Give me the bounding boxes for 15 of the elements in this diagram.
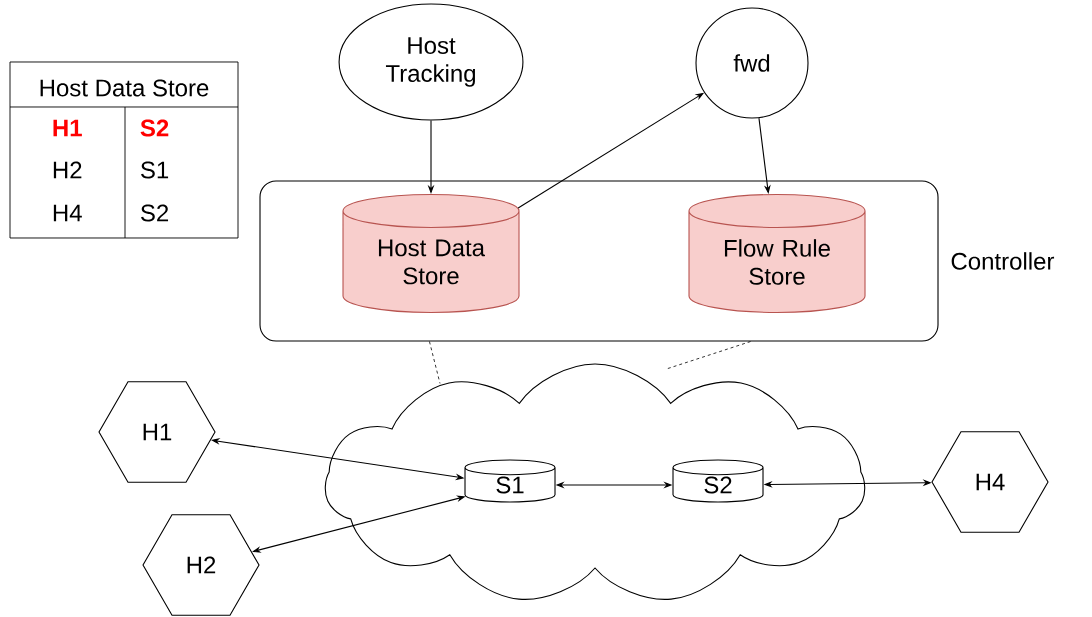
data-store-cylinder: Flow Rule Store	[688, 193, 866, 314]
host-hexagon: H4	[931, 431, 1049, 533]
host-hexagon: H2	[142, 514, 260, 616]
connector-line	[429, 341, 441, 384]
node-label: Controller	[951, 252, 1055, 270]
network-cloud	[324, 363, 866, 600]
table-cell: H2	[53, 161, 82, 179]
table-cell: S2	[140, 204, 169, 222]
table-cell: S1	[140, 161, 169, 179]
host-hexagon: H1	[98, 381, 216, 483]
data-store-cylinder: Host Data Store	[342, 193, 520, 314]
table-cell: S2	[140, 119, 169, 137]
table-header: Host Data Store	[40, 79, 209, 97]
table-cell: H1	[53, 119, 82, 137]
table-cell: H4	[53, 204, 82, 222]
